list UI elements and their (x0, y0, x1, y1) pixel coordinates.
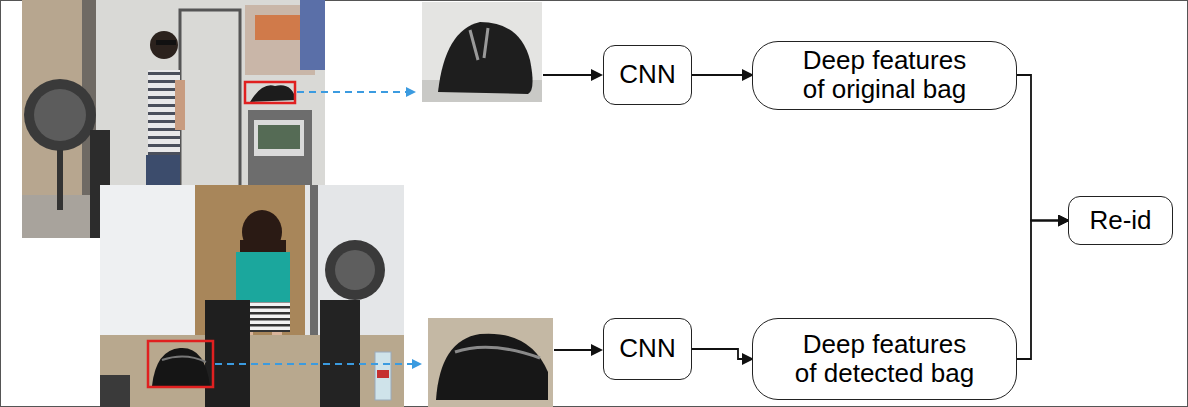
bottom-crop (428, 318, 553, 407)
dashed-pointer (297, 91, 414, 93)
node-label: Deep features of original bag (792, 46, 978, 104)
node-label: CNN (619, 60, 675, 89)
node-label: Deep features of detected bag (792, 330, 978, 388)
bottom-photo (100, 185, 404, 407)
output-box: Re-id (1068, 196, 1173, 245)
node-label: CNN (619, 334, 675, 363)
feature-box: Deep features of detected bag (752, 318, 1017, 400)
dashed-pointer (215, 363, 420, 365)
feature-box: Deep features of original bag (752, 41, 1017, 110)
flow-arrow (1017, 221, 1068, 360)
process-box: CNN (603, 45, 692, 105)
flow-arrow (692, 349, 752, 359)
input-arrow (543, 74, 601, 76)
input-arrow (554, 349, 601, 351)
process-box: CNN (603, 318, 692, 380)
top-crop (422, 2, 542, 102)
node-label: Re-id (1089, 206, 1151, 235)
flow-arrow (692, 74, 752, 76)
flow-arrow (1017, 75, 1068, 221)
